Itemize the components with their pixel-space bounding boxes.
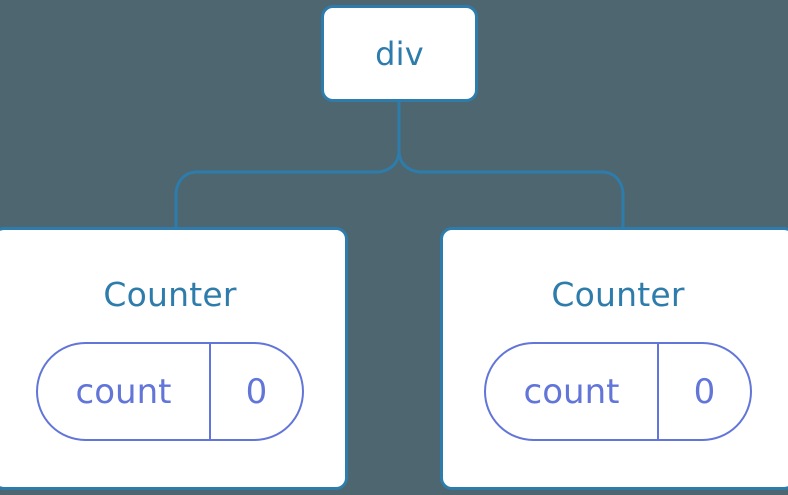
state-key-label-left: count bbox=[75, 371, 172, 412]
state-key-cell-left: count bbox=[38, 344, 211, 439]
node-div[interactable]: div bbox=[321, 5, 478, 102]
state-value-cell-right: 0 bbox=[659, 344, 750, 439]
connector-branch-right bbox=[397, 149, 625, 229]
state-value-label-right: 0 bbox=[693, 371, 716, 412]
node-counter-left-label: Counter bbox=[103, 275, 237, 314]
node-counter-left[interactable]: Counter count 0 bbox=[0, 227, 348, 490]
state-pill-right[interactable]: count 0 bbox=[484, 342, 752, 441]
node-counter-right-label: Counter bbox=[551, 275, 685, 314]
state-pill-left[interactable]: count 0 bbox=[36, 342, 304, 441]
state-value-cell-left: 0 bbox=[211, 344, 302, 439]
node-div-label: div bbox=[375, 34, 424, 73]
node-counter-right[interactable]: Counter count 0 bbox=[440, 227, 788, 490]
state-key-label-right: count bbox=[523, 371, 620, 412]
state-value-label-left: 0 bbox=[245, 371, 268, 412]
connector-branch-left bbox=[174, 149, 401, 229]
state-key-cell-right: count bbox=[486, 344, 659, 439]
